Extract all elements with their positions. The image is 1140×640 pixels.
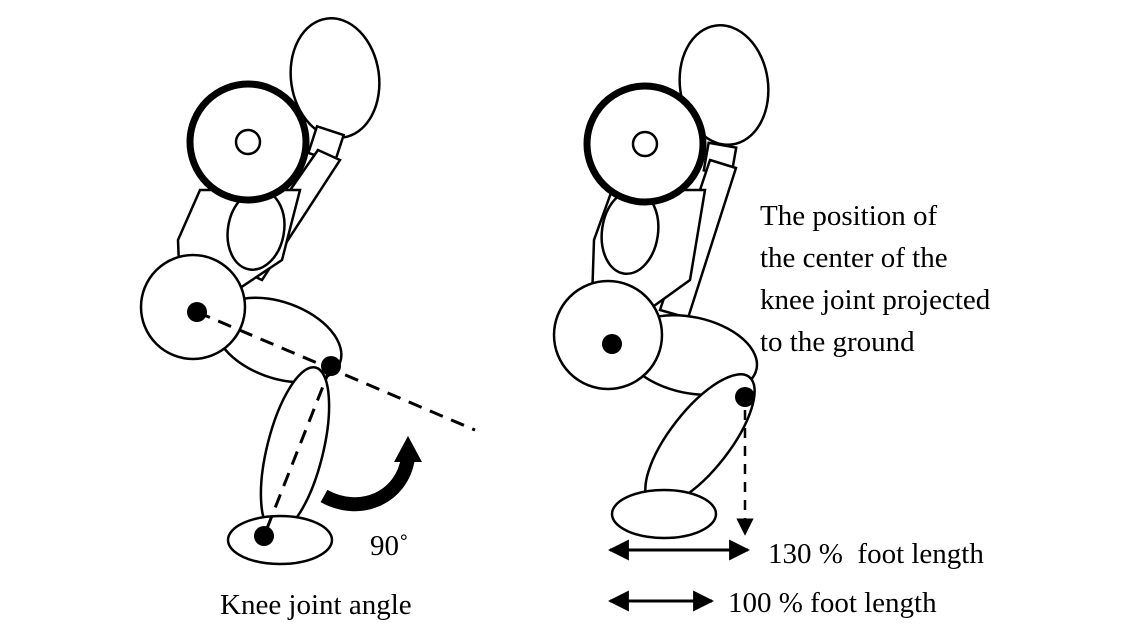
left-foot: [226, 514, 334, 566]
measure-130-label: 130 % foot length: [768, 538, 984, 570]
annotation-line-2: the center of the: [760, 242, 948, 274]
right-hip-joint: [602, 334, 622, 354]
annotation-line-1: The position of: [760, 200, 938, 232]
right-hand: [678, 24, 770, 146]
left-squat-figure: [139, 17, 476, 566]
right-barbell-center: [631, 130, 659, 158]
left-caption: Knee joint angle: [220, 589, 412, 621]
rotation-arrow-icon: [320, 456, 415, 512]
annotation-line-4: to the ground: [760, 326, 915, 358]
right-knee-joint: [735, 387, 755, 407]
right-foot: [610, 488, 718, 540]
annotation-line-3: knee joint projected: [760, 284, 991, 316]
angle-label: 90˚: [370, 530, 409, 562]
right-squat-figure: [552, 24, 770, 612]
rotation-arrowhead: [394, 436, 422, 462]
thigh-axis-line: [196, 310, 476, 432]
measure-100-label: 100 % foot length: [728, 587, 937, 619]
left-ankle-joint: [254, 526, 274, 546]
left-shank: [259, 365, 331, 535]
left-barbell-center: [234, 128, 262, 156]
shank-axis-line: [262, 365, 333, 537]
